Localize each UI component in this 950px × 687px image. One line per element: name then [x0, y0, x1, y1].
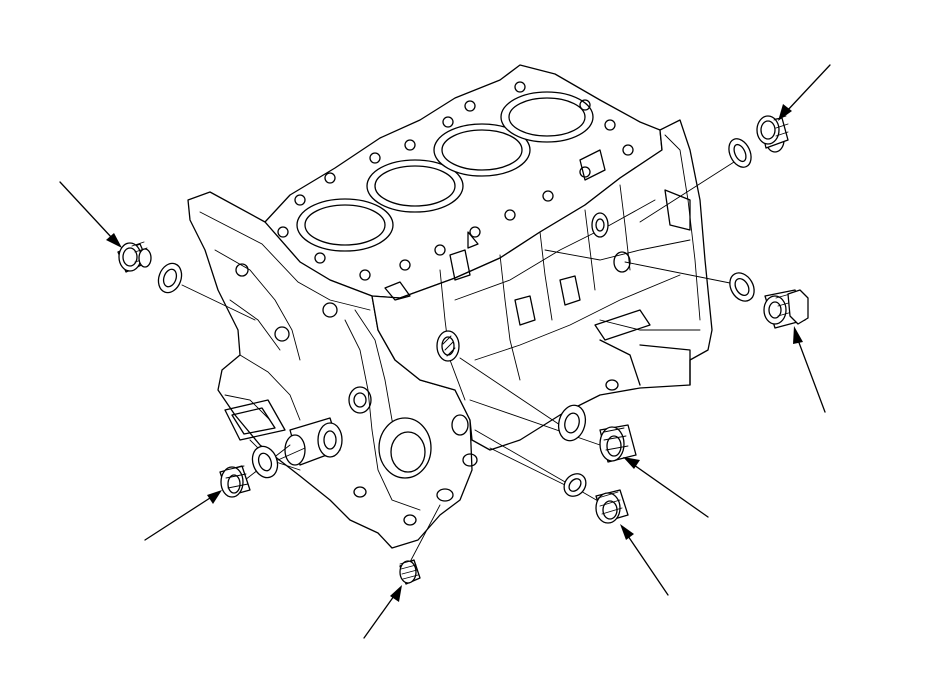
cylinder-bore-2	[366, 159, 464, 213]
arrow-center-right	[623, 457, 709, 518]
sealing-plug-right-middle	[763, 289, 809, 329]
front-face-details	[199, 211, 478, 526]
sealing-washer-upper-left	[157, 262, 183, 294]
side-face-details	[384, 134, 701, 436]
engine-block	[187, 64, 713, 549]
pointer-arrows	[59, 64, 831, 639]
set-screw-bottom	[399, 559, 421, 585]
sealing-plug-lower-left	[219, 465, 251, 498]
leader-lines	[181, 154, 746, 563]
arrow-right-middle	[793, 326, 826, 413]
cylinder-bore-4	[500, 91, 594, 143]
sealing-washer-upper-right	[728, 138, 752, 168]
arrow-upper-right	[778, 64, 831, 121]
arrow-lower-center	[620, 524, 669, 596]
arrow-bottom	[363, 585, 402, 639]
arrow-upper-left	[59, 181, 122, 248]
cylinder-bore-1	[296, 198, 394, 252]
deck-bolt-holes	[277, 81, 634, 281]
sealing-plug-lower-center	[595, 489, 629, 524]
sealing-washer-center-right	[557, 404, 587, 442]
sealing-washer-lower-center	[563, 473, 587, 497]
cylinder-bore-3	[433, 123, 531, 177]
sealing-plug-upper-right	[756, 115, 789, 153]
sealing-plug-center-right	[599, 424, 637, 463]
sealing-washer-front	[251, 445, 279, 479]
cylinder-bores	[296, 91, 594, 252]
sealing-washer-right-middle	[729, 272, 755, 302]
arrow-lower-left	[144, 490, 222, 541]
front-boss-pipe	[284, 417, 343, 466]
sealing-plug-upper-left	[117, 241, 152, 273]
block-side-face	[371, 119, 713, 451]
